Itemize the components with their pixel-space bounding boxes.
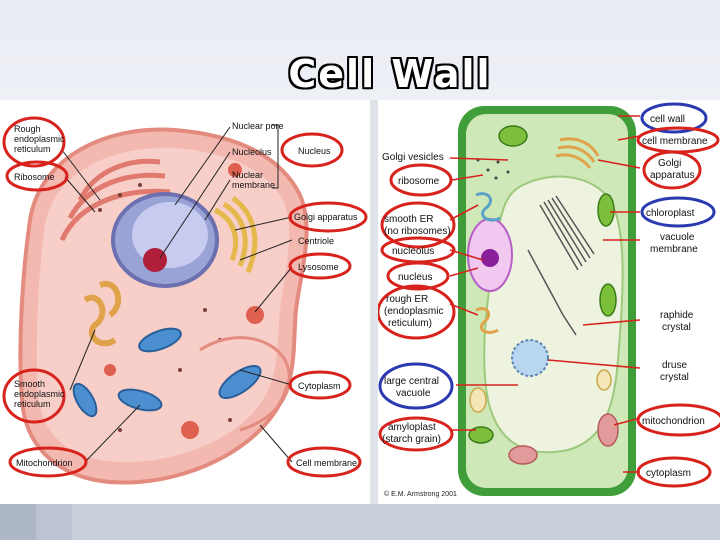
amyloplast-shapes: [469, 369, 612, 413]
label-cell-membrane: Cell membrane: [296, 458, 357, 468]
label-cell-membrane-plant: cell membrane: [642, 136, 708, 147]
plant-mitochondria-shapes: [508, 413, 619, 465]
label-smooth-er: Smooth endoplasmic reticulum: [14, 379, 67, 409]
lysosome-shapes: [104, 163, 264, 439]
footer-bar: [0, 504, 720, 540]
label-rough-er: Rough endoplasmic reticulum: [14, 124, 67, 154]
footer-square: [0, 504, 36, 540]
label-central-vacuole: large central vacuole: [384, 376, 442, 399]
label-chloroplast: chloroplast: [646, 208, 695, 219]
druse-crystal-shape: [511, 339, 549, 377]
label-mitochondrion: Mitochondrion: [16, 458, 73, 468]
label-mitochondrion-plant: mitochondrion: [642, 416, 705, 427]
label-raphide-crystal: raphide crystal: [660, 310, 696, 333]
label-cell-wall: cell wall: [650, 114, 685, 125]
label-ribosome: Ribosome: [14, 172, 55, 182]
plant-cell-panel: Golgi vesicles ribosome smooth ER (no ri…: [378, 100, 720, 504]
label-nuclear-pore: Nuclear pore: [232, 121, 284, 131]
slide-title: Cell Wall: [288, 52, 492, 96]
smooth-er-shape: [83, 280, 122, 347]
label-nucleus: Nucleus: [298, 146, 331, 156]
label-vacuole-membrane: vacuole membrane: [650, 232, 698, 255]
label-druse-crystal: druse crystal: [660, 360, 690, 383]
plant-arrows: [449, 115, 641, 473]
animal-cell-panel: Rough endoplasmic reticulum Ribosome Nuc…: [0, 100, 370, 504]
mitochondria-shapes: [72, 327, 262, 418]
label-plant-ribosome: ribosome: [398, 176, 440, 187]
animal-cell-diagram: Rough endoplasmic reticulum Ribosome Nuc…: [2, 116, 368, 485]
plant-cell-diagram: Golgi vesicles ribosome smooth ER (no ri…: [378, 102, 720, 498]
plant-label-circles: [378, 102, 720, 488]
label-plant-nucleolus: nucleolus: [392, 246, 434, 257]
animal-label-circles: [2, 116, 368, 478]
panel-divider: [370, 100, 378, 504]
plant-ribosome-dots: [476, 158, 510, 180]
label-credit: © E.M. Armstrong 2001: [384, 490, 457, 498]
plant-smooth-er-shape: [475, 192, 501, 222]
label-nucleolus: Nucleolus: [232, 147, 272, 157]
label-centriole: Centriole: [298, 236, 334, 246]
label-golgi-vesicles: Golgi vesicles: [382, 152, 444, 163]
label-amyloplast: amyloplast (starch grain): [382, 422, 441, 445]
plant-rough-er-shape: [475, 307, 499, 334]
plant-golgi-shape: [555, 137, 600, 169]
nucleolus-shape: [143, 248, 167, 272]
label-golgi-apparatus-plant: Golgi apparatus: [650, 158, 694, 181]
label-plant-nucleus: nucleus: [398, 272, 432, 283]
label-cytoplasm-plant: cytoplasm: [646, 468, 691, 479]
label-plant-smooth-er: smooth ER (no ribosomes): [384, 214, 451, 237]
chloroplast-shapes: [468, 125, 617, 444]
label-lysosome: Lysosome: [298, 262, 339, 272]
footer-square: [36, 504, 72, 540]
label-cytoplasm: Cytoplasm: [298, 381, 341, 391]
rough-er-shape: [59, 158, 171, 242]
label-golgi: Golgi apparatus: [294, 212, 358, 222]
label-nuclear-membrane: Nuclear membrane: [232, 170, 275, 190]
label-plant-rough-er: rough ER (endoplasmic reticulum): [384, 294, 446, 329]
raphide-crystal-shapes: [527, 195, 595, 336]
